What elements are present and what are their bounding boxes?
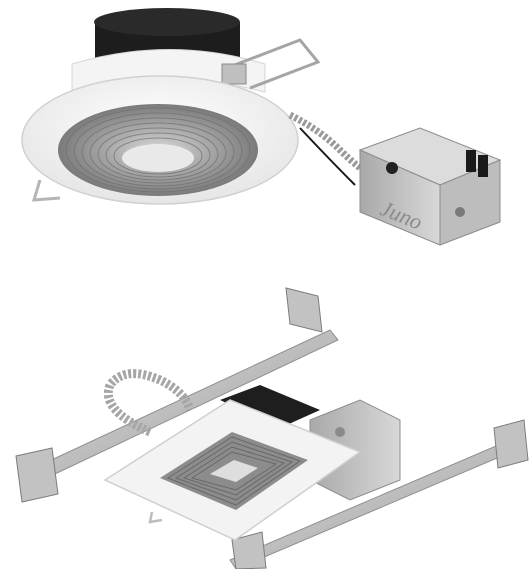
bar-end-bracket-right: [493, 419, 529, 469]
square-baffle-grooves: [166, 436, 302, 506]
mounting-bracket-wire: [231, 38, 321, 90]
flex-conduit-bottom: [104, 369, 195, 437]
bar-end-bracket-top: [285, 287, 323, 333]
knockout: [335, 427, 345, 437]
trim-spring-clip: [148, 511, 163, 524]
round-downlight: Juno: [21, 8, 502, 246]
downlight-housing-cap: [94, 8, 240, 36]
housing-top: [220, 385, 320, 428]
push-in-connector: [466, 150, 476, 172]
knockout: [386, 162, 398, 174]
mounting-bracket-clip: [221, 63, 247, 85]
baffle-grooves: [65, 107, 251, 193]
square-lens: [210, 460, 258, 482]
push-in-connector: [478, 155, 488, 177]
led-lens: [122, 144, 194, 172]
wire-lead: [299, 127, 356, 186]
bar-end-bracket-left: [15, 447, 59, 503]
trim-spring-clip-left: [31, 179, 61, 202]
flex-conduit: [288, 111, 377, 182]
bar-end-bracket-bottom: [231, 531, 267, 569]
junction-box: Juno: [358, 127, 502, 246]
knockout: [455, 207, 465, 217]
square-downlight: [15, 287, 529, 569]
